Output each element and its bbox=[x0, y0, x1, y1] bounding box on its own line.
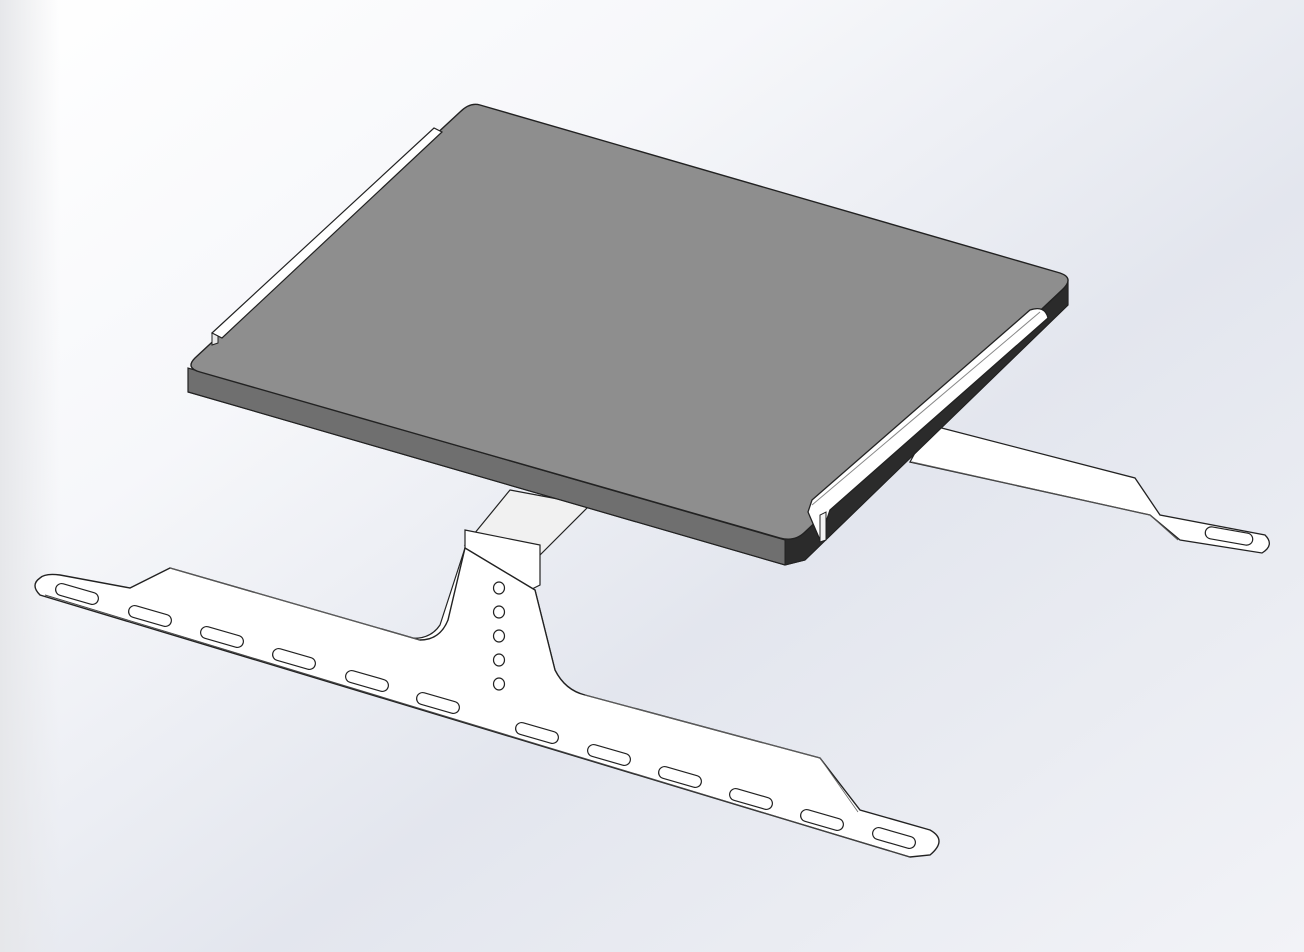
hole bbox=[492, 653, 506, 667]
hole bbox=[492, 629, 506, 643]
rear-slot bbox=[1204, 526, 1254, 546]
slot bbox=[658, 765, 702, 789]
slot bbox=[200, 625, 244, 649]
hole bbox=[492, 581, 506, 595]
rear-mounting-bracket bbox=[909, 424, 1270, 554]
slot bbox=[272, 647, 316, 671]
slot bbox=[872, 826, 916, 850]
front-bracket-slots bbox=[55, 582, 916, 850]
hole bbox=[492, 605, 506, 619]
front-mounting-bracket bbox=[34, 546, 940, 858]
slot bbox=[55, 582, 99, 606]
slot bbox=[515, 721, 559, 745]
slot bbox=[128, 604, 172, 628]
left-guide-rail bbox=[210, 127, 444, 346]
hole bbox=[492, 677, 506, 691]
slot bbox=[345, 669, 389, 693]
slot bbox=[800, 808, 844, 832]
slot bbox=[729, 787, 773, 811]
right-guide-rail bbox=[807, 307, 1049, 543]
post-holes bbox=[492, 581, 506, 691]
gray-platform-plate bbox=[187, 103, 1069, 566]
slot bbox=[587, 743, 631, 767]
slot bbox=[416, 691, 460, 715]
